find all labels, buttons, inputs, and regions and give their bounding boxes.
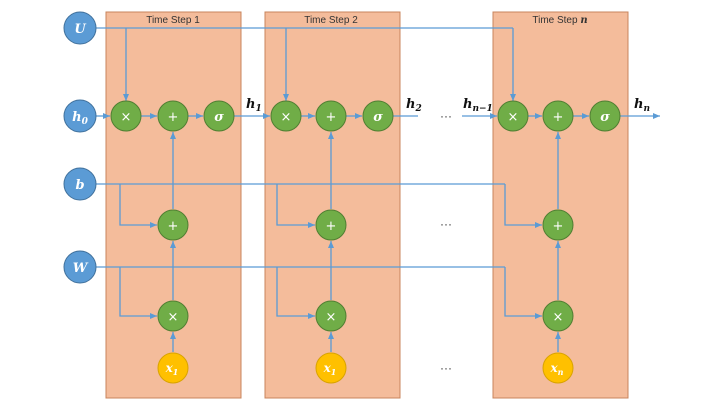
svg-text:+: + (168, 219, 179, 234)
svg-text:×: × (168, 310, 179, 325)
time-step-2-title: Time Step 2 (304, 15, 358, 26)
step-2-x-input-node: x1 (315, 352, 347, 384)
hn-1-label: hn−1 (463, 97, 493, 114)
input-h0-node: h0 (63, 99, 97, 133)
svg-text:+: + (553, 110, 564, 125)
step-2-mul-u-node: × (270, 100, 302, 132)
step-1-mul-w-node: × (157, 300, 189, 332)
hn-label: hn (634, 97, 650, 114)
step-1-add-node: + (157, 100, 189, 132)
svg-text:×: × (121, 110, 132, 125)
svg-text:xn: xn (550, 361, 564, 377)
step-n-mul-u-node: × (497, 100, 529, 132)
step-1-mul-u-node: × (110, 100, 142, 132)
input-u-node: U (63, 11, 97, 45)
ellipsis-bias-row: ··· (440, 217, 452, 231)
b-tap-n (504, 184, 542, 228)
time-step-2-box (264, 11, 401, 399)
svg-text:×: × (326, 310, 337, 325)
b-tap-1 (119, 184, 157, 228)
step-n-x-input-node: xn (542, 352, 574, 384)
h2-label: h2 (406, 97, 422, 114)
w-tap-2 (276, 267, 315, 319)
svg-text:x1: x1 (165, 361, 179, 377)
time-step-n-title: Time Step n (532, 15, 587, 26)
step-n-add-bias-node: + (542, 209, 574, 241)
svg-text:x1: x1 (323, 361, 337, 377)
svg-text:σ: σ (600, 110, 610, 125)
connection-wires (96, 27, 660, 352)
svg-text:σ: σ (214, 110, 224, 125)
svg-text:×: × (553, 310, 564, 325)
svg-text:×: × (281, 110, 292, 125)
step-2-mul-w-node: × (315, 300, 347, 332)
step-2-add-node: + (315, 100, 347, 132)
input-b-label: b (75, 178, 84, 193)
svg-text:+: + (326, 110, 337, 125)
step-n-sigma-node: σ (589, 100, 621, 132)
step-1-sigma-node: σ (203, 100, 235, 132)
input-b-node: b (63, 167, 97, 201)
input-w-label: W (73, 261, 89, 276)
svg-text:+: + (326, 219, 337, 234)
input-w-node: W (63, 250, 97, 284)
step-2-add-bias-node: + (315, 209, 347, 241)
step-1-x-input-node: x1 (157, 352, 189, 384)
w-tap-n (504, 267, 542, 319)
svg-text:+: + (168, 110, 179, 125)
step-1-add-bias-node: + (157, 209, 189, 241)
svg-text:×: × (508, 110, 519, 125)
ellipsis-h-chain: ··· (440, 109, 452, 123)
h1-label: h1 (246, 97, 262, 114)
time-step-1-title: Time Step 1 (146, 15, 200, 26)
b-tap-2 (276, 184, 315, 228)
input-h0-label: h0 (72, 110, 88, 127)
svg-text:+: + (553, 219, 564, 234)
w-tap-1 (119, 267, 157, 319)
step-n-add-node: + (542, 100, 574, 132)
input-u-label: U (74, 22, 86, 37)
step-n-mul-w-node: × (542, 300, 574, 332)
ellipsis-x-row: ··· (440, 361, 452, 375)
svg-text:σ: σ (373, 110, 383, 125)
step-2-sigma-node: σ (362, 100, 394, 132)
